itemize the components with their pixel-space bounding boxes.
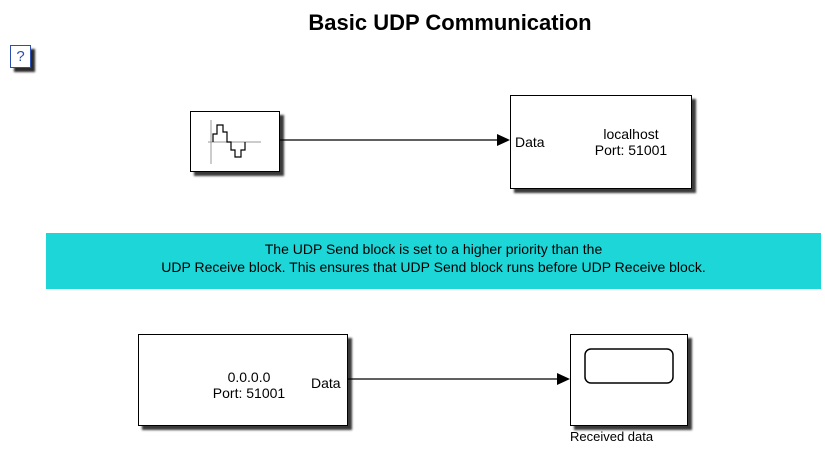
udp-receive-port: Port: 51001 (212, 385, 286, 401)
help-button[interactable]: ? (10, 45, 31, 68)
udp-receive-address: 0.0.0.0 (227, 369, 271, 385)
wire-receive-to-scope[interactable] (348, 373, 570, 385)
annotation-line-2: UDP Receive block. This ensures that UDP… (161, 259, 706, 275)
udp-send-data-port: Data (515, 134, 545, 150)
diagram-title: Basic UDP Communication (308, 10, 592, 35)
wire-source-to-send[interactable] (280, 134, 510, 146)
udp-receive-data-port: Data (311, 375, 341, 391)
scope-label: Received data (570, 429, 654, 444)
scope-block[interactable] (570, 334, 688, 426)
udp-receive-block[interactable]: 0.0.0.0 Port: 51001 Data (138, 334, 348, 426)
scope-screen-icon (584, 348, 674, 384)
priority-annotation: The UDP Send block is set to a higher pr… (46, 233, 821, 289)
udp-send-host: localhost (603, 126, 659, 142)
stair-signal-icon (208, 120, 261, 164)
udp-send-info: localhost Port: 51001 (571, 126, 691, 158)
udp-send-block[interactable]: Data localhost Port: 51001 (510, 95, 692, 189)
annotation-line-1: The UDP Send block is set to a higher pr… (264, 241, 603, 257)
signal-source-block[interactable] (190, 111, 280, 172)
udp-send-port: Port: 51001 (594, 142, 668, 158)
udp-receive-info: 0.0.0.0 Port: 51001 (184, 369, 314, 401)
